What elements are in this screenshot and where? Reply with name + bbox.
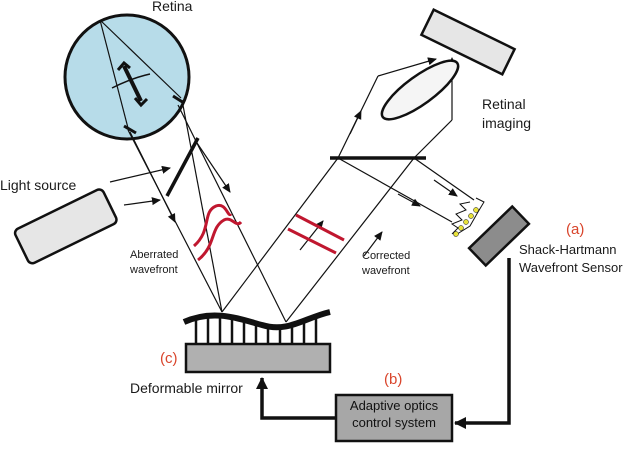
control-system-box — [334, 393, 454, 443]
feedback-line — [454, 258, 511, 429]
lenslet-array — [450, 201, 471, 235]
sensor-label: Shack-Hartmann Wavefront Sensor — [519, 241, 623, 277]
beam-ray — [433, 179, 458, 197]
wavefront-line — [287, 227, 337, 255]
retinal-imaging-lens — [380, 59, 460, 121]
eye-axis-line — [99, 19, 182, 99]
deformable-mirror — [182, 309, 332, 374]
light-source-label: Light source — [0, 177, 77, 193]
aberrated-line: Aberrated — [130, 249, 179, 261]
eye-axis-line — [99, 19, 129, 129]
mirror-actuators — [194, 314, 318, 344]
mirror-surface — [182, 309, 331, 331]
corrected-wavefront — [287, 213, 345, 255]
beam-ray — [377, 57, 437, 77]
beam-ray — [363, 231, 383, 257]
control-system-label: Adaptive optics control system — [336, 397, 452, 431]
aberrated-wavefront-label: Aberrated wavefront — [130, 248, 178, 278]
marker-b: (b) — [384, 371, 403, 388]
lenslet-dot — [473, 207, 479, 213]
feedback-line — [256, 377, 336, 420]
beam-ray — [413, 157, 475, 201]
light-source-body — [13, 188, 118, 265]
corrected-line: wavefront — [362, 265, 410, 277]
wavefront-curve — [192, 203, 233, 248]
aberrated-wavefront — [192, 203, 243, 262]
beam-ray — [181, 99, 223, 313]
wavefront-curve — [197, 217, 243, 262]
eye-lens-icon — [133, 97, 149, 108]
wavefront-line — [295, 213, 345, 242]
beam-ray — [177, 104, 287, 323]
eye-lens-icon — [122, 65, 143, 102]
retina-label: Retina — [152, 0, 193, 14]
deformable-mirror-label: Deformable mirror — [130, 380, 243, 396]
control-system-line: Adaptive optics — [349, 398, 439, 413]
retinal-imaging-line: imaging — [482, 115, 532, 131]
retinal-imaging-label: Retinal imaging — [482, 95, 531, 133]
feedback-loop — [256, 258, 511, 429]
corrected-line: Corrected — [362, 250, 411, 262]
aberrated-line: wavefront — [130, 264, 178, 276]
retinal-imaging-line: Retinal — [482, 96, 526, 112]
corrected-wavefront-label: Corrected wavefront — [362, 249, 410, 279]
beam-ray — [397, 193, 421, 207]
lenslet-array — [453, 197, 485, 237]
beam-ray — [285, 157, 415, 323]
light-source-device — [13, 188, 118, 265]
eye-lens-curve — [111, 73, 151, 89]
beam-paths — [109, 57, 475, 323]
beam-ray — [337, 157, 453, 223]
lenslet-dot — [458, 225, 464, 231]
sensor-line: Shack-Hartmann — [519, 242, 617, 257]
beam-ray — [221, 157, 339, 313]
shack-hartmann-sensor — [450, 197, 531, 268]
retina-circle — [63, 13, 191, 141]
sensor-line: Wavefront Sensor — [519, 260, 623, 275]
mirror-base — [184, 342, 332, 374]
beam-ray — [123, 197, 161, 206]
lenslet-dot — [453, 231, 459, 237]
beam-ray — [109, 165, 171, 183]
beam-ray — [129, 131, 176, 223]
lenslet-dot — [463, 219, 469, 225]
sensor-body — [467, 204, 531, 268]
marker-c: (c) — [160, 350, 178, 367]
retinal-imaging-camera — [419, 8, 517, 76]
beam-ray — [194, 139, 231, 193]
marker-a: (a) — [566, 221, 585, 238]
eye-lens-icon — [116, 60, 131, 71]
beam-ray — [349, 110, 362, 135]
beam-splitter — [165, 137, 200, 197]
retina-eye — [63, 13, 191, 141]
control-system-line: control system — [352, 415, 436, 430]
lenslet-dot — [468, 213, 474, 219]
beam-ray — [413, 119, 453, 159]
